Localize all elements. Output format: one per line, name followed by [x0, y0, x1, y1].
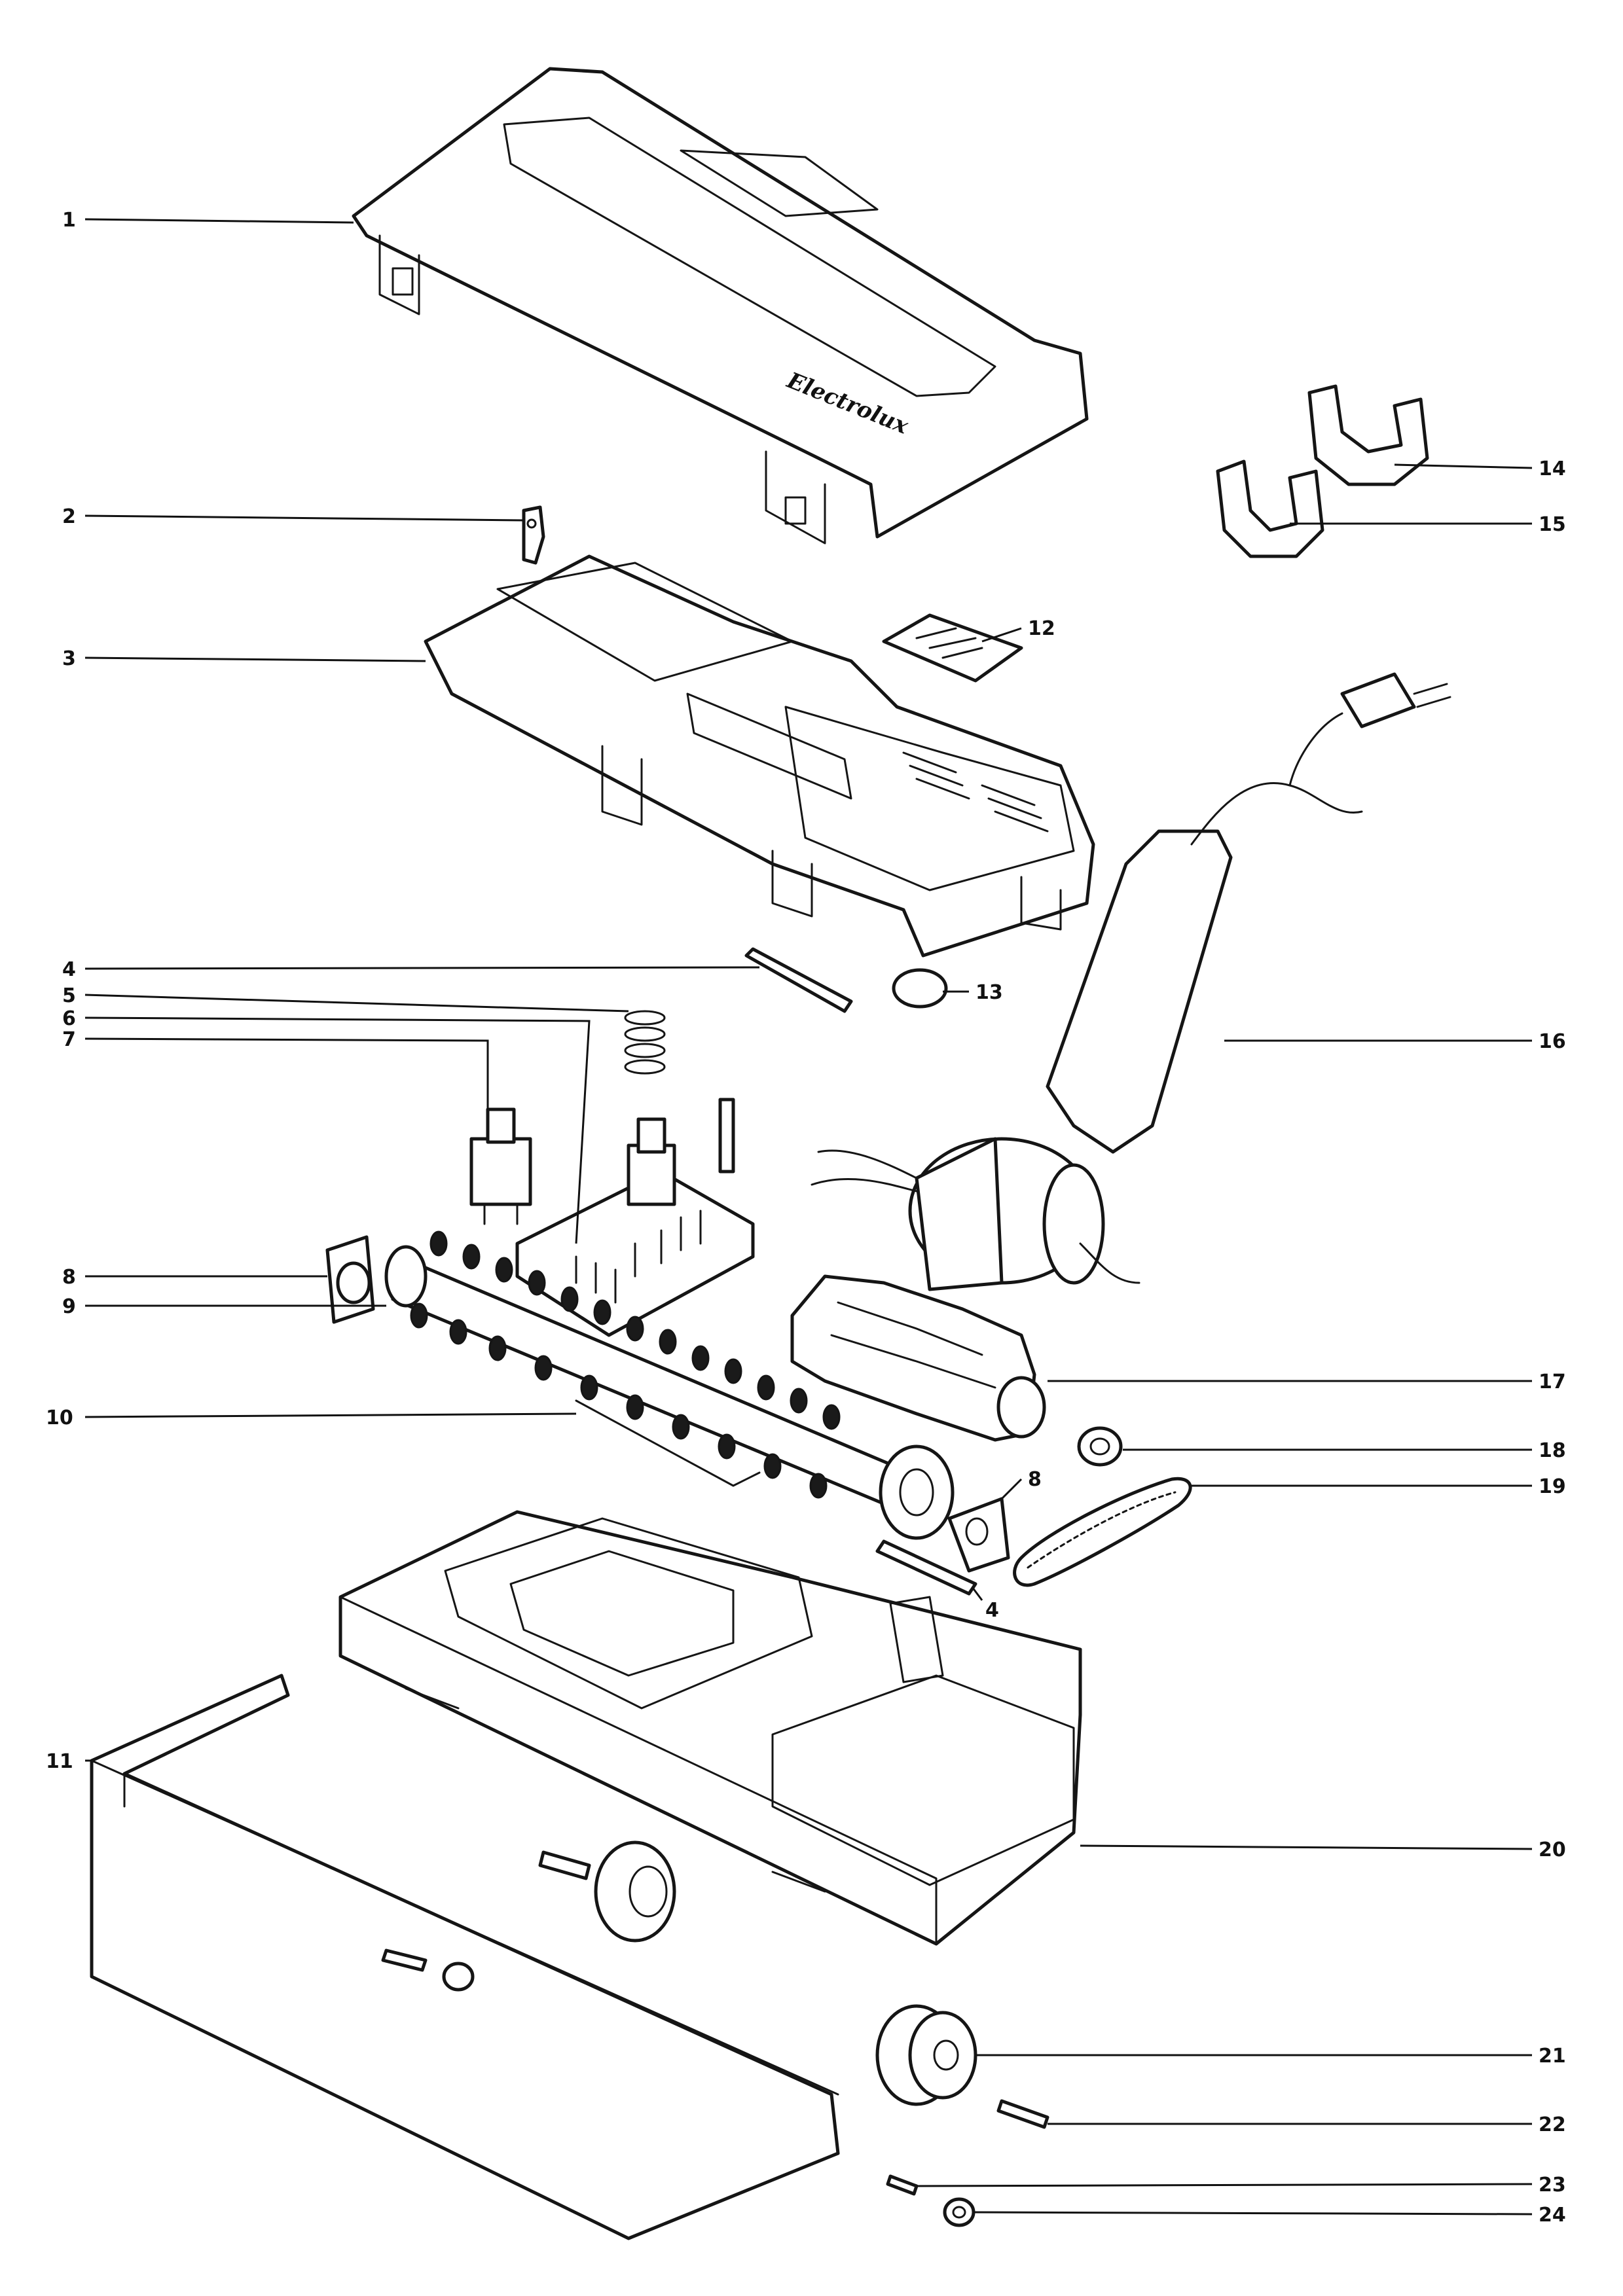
part-23-pin: [886, 2174, 919, 2196]
callout-4-lower: 4: [985, 1599, 999, 1622]
part-1-top-cover: Electrolux: [352, 67, 1089, 545]
callout-15: 15: [1539, 513, 1566, 536]
callout-8-upper: 8: [62, 1266, 76, 1289]
callout-1: 1: [62, 209, 76, 232]
part-13-disc: [892, 968, 948, 1009]
callout-5: 5: [62, 984, 76, 1007]
part-8-bracket-left: [325, 1235, 375, 1324]
part-10-brush-strip: [575, 1399, 761, 1487]
callout-16: 16: [1539, 1030, 1566, 1053]
part-12-label-plate: [882, 613, 1023, 683]
callout-2: 2: [62, 505, 76, 528]
callout-14: 14: [1539, 457, 1566, 480]
part-8-bracket-right: [947, 1497, 1010, 1573]
callout-9: 9: [62, 1295, 76, 1318]
part-14-clip: [1307, 384, 1429, 486]
part-16-motor-assembly: [811, 672, 1451, 1291]
callout-22: 22: [1539, 2113, 1566, 2136]
callout-20: 20: [1539, 1839, 1566, 1861]
part-22-axle-pin: [996, 2099, 1049, 2129]
part-7-switch: [469, 1107, 532, 1225]
vent-slots: [902, 751, 1049, 833]
part-4-rod-upper: [744, 947, 853, 1013]
callout-10: 10: [46, 1407, 73, 1429]
part-11-front-bumper: [90, 1674, 840, 2240]
front-wheel-assembly: [381, 1840, 676, 1992]
part-6-circuit-board: [515, 1098, 755, 1337]
part-24-small-wheel: [943, 2197, 976, 2227]
part-5-spring: [624, 1010, 666, 1075]
leader-lines: [84, 218, 1533, 2215]
part-21-wheel: [875, 2004, 977, 2106]
part-15-clip: [1216, 459, 1324, 558]
part-4-rod-lower: [875, 1539, 977, 1596]
callout-24: 24: [1539, 2204, 1566, 2227]
part-18-gear: [1077, 1426, 1123, 1467]
callout-numbers: 1 2 3 4 5 6 7 8 9 10 11 12 13 14 15 16 1…: [46, 209, 1566, 2227]
callout-23: 23: [1539, 2174, 1566, 2197]
part-2-clip: [522, 505, 545, 565]
part-3-upper-housing: [424, 554, 1095, 958]
part-9-brush-roll: [384, 1230, 955, 1540]
part-20-base-housing: [338, 1510, 1082, 1946]
callout-8-lower: 8: [1028, 1468, 1042, 1491]
callout-4-upper: 4: [62, 958, 76, 981]
part-19-drive-belt: [1013, 1477, 1192, 1587]
callout-18: 18: [1539, 1439, 1566, 1462]
callout-12: 12: [1028, 617, 1055, 640]
callout-6: 6: [62, 1007, 76, 1030]
part-17-fan-motor: [790, 1274, 1046, 1442]
callout-11: 11: [46, 1750, 73, 1773]
brush-bristles: [410, 1230, 841, 1499]
callout-3: 3: [62, 647, 76, 670]
callout-19: 19: [1539, 1475, 1566, 1498]
callout-7: 7: [62, 1028, 76, 1051]
callout-21: 21: [1539, 2045, 1566, 2068]
callout-17: 17: [1539, 1371, 1566, 1393]
callout-13: 13: [976, 981, 1003, 1004]
